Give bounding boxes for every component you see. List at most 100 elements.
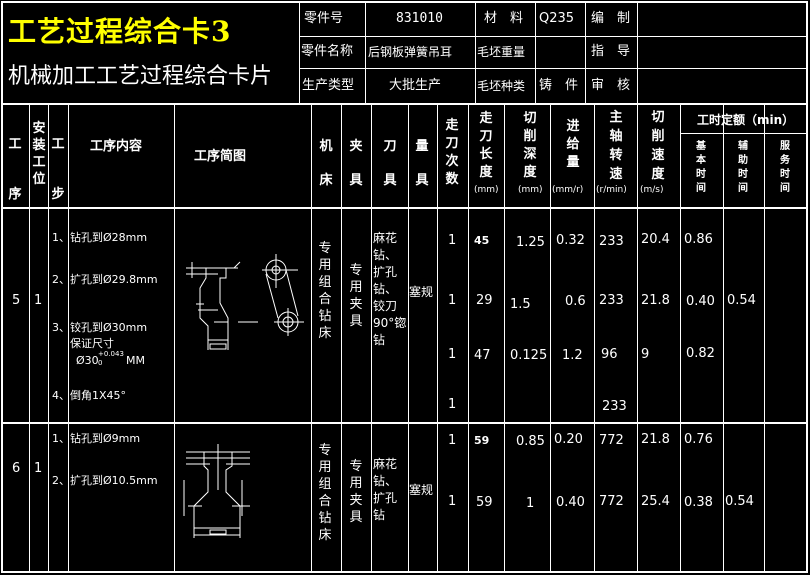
op5-passes-4: 1: [448, 397, 457, 412]
op5-install: 1: [34, 293, 43, 308]
op5-step-3-dim: Ø30: [76, 354, 99, 367]
op5-basic-time-3: 0.82: [686, 346, 715, 361]
op6-cut-speed-2: 25.4: [641, 494, 670, 509]
op5-no: 5: [12, 293, 21, 308]
op5-feed-length-1: 45: [474, 234, 490, 247]
op5-gauge: 塞规: [409, 285, 434, 299]
part-name-label: 零件名称: [301, 44, 354, 59]
op6-speed-1: 772: [599, 433, 624, 448]
op5-depth-1: 1.25: [516, 235, 545, 250]
op6-basic-time-1: 0.76: [684, 432, 713, 447]
op5-step-3-note: 保证尺寸: [70, 337, 114, 350]
op5-feed-length-2: 29: [476, 293, 493, 308]
col-work-step: 工步: [51, 137, 65, 202]
op5-step-3-tol-lower: 0: [98, 359, 103, 367]
op5-feed-length-3: 47: [474, 348, 491, 363]
op6-cut-speed-1: 21.8: [641, 432, 670, 447]
op6-tool: 麻花钻、扩孔钻: [373, 457, 398, 522]
col-install: 安装工位: [32, 121, 46, 187]
col-content: 工序内容: [90, 139, 143, 154]
op5-speed-1: 233: [599, 234, 624, 249]
card-title: 工艺过程综合卡3: [8, 15, 232, 48]
op5-tool: 麻花钻、扩孔钻、铰刀90°锪钻: [373, 231, 407, 347]
op6-passes-1: 1: [448, 433, 457, 448]
op6-passes-2: 1: [448, 494, 457, 509]
op5-speed-2: 233: [599, 293, 624, 308]
col-basic-time: 基本时间: [696, 141, 706, 194]
col-cut-speed: 切削速度: [651, 110, 665, 182]
op6-depth-2: 1: [526, 496, 535, 511]
col-feed: 进给量: [566, 119, 580, 170]
material-label: 材 料: [484, 11, 524, 26]
op6-sketch: [183, 444, 250, 538]
blank-weight-label: 毛坯重量: [477, 45, 526, 59]
op5-fixture: 专用夹具: [349, 263, 363, 329]
op5-machine: 专用组合钻床: [318, 241, 332, 341]
col-tool: 刀具: [383, 139, 397, 188]
col-step-no: 工序: [8, 137, 22, 202]
material-value: Q235: [539, 11, 575, 26]
part-no-value: 831010: [396, 11, 443, 26]
op5-basic-time-1: 0.86: [684, 232, 713, 247]
op6-depth-1: 0.85: [516, 434, 545, 449]
op5-speed-3: 96: [601, 347, 618, 362]
part-no-label: 零件号: [304, 11, 344, 26]
op5-step-3-unit: MM: [126, 354, 145, 367]
op5-depth-3: 0.125: [510, 348, 548, 363]
op5-step-1: 1、钻孔到Ø28mm: [52, 231, 148, 244]
op5-sketch: [186, 254, 304, 350]
col-sketch: 工序简图: [194, 149, 247, 164]
col-machine: 机床: [319, 139, 333, 188]
part-name-value: 后钢板弹簧吊耳: [368, 45, 453, 59]
col-service-time: 服务时间: [780, 141, 790, 194]
op6-feed-2: 0.40: [556, 495, 585, 510]
col-aux-time: 辅助时间: [738, 141, 748, 194]
op5-step-4: 4、倒角1X45°: [52, 389, 127, 402]
col-feed-unit: (mm/r): [552, 185, 584, 195]
col-fixture: 夹具: [349, 139, 363, 188]
op5-step-3: 3、铰孔到Ø30mm: [52, 321, 148, 334]
blank-type-label: 毛坯种类: [477, 79, 526, 93]
blank-type-value: 铸 件: [539, 78, 579, 93]
op6-feed-length-2: 59: [476, 495, 493, 510]
op5-speed-4: 233: [602, 399, 627, 414]
prod-type-value: 大批生产: [389, 78, 442, 93]
op6-basic-time-2: 0.38: [684, 495, 713, 510]
col-feed-length: 走刀长度: [479, 111, 493, 180]
col-cut-speed-unit: (m/s): [640, 185, 664, 195]
op6-install: 1: [34, 461, 43, 476]
op6-aux-time: 0.54: [725, 494, 754, 509]
op5-cut-speed-1: 20.4: [641, 232, 670, 247]
op6-machine: 专用组合钻床: [318, 443, 332, 543]
col-depth-unit: (mm): [518, 185, 543, 195]
op6-feed-1: 0.20: [554, 432, 583, 447]
op5-basic-time-2: 0.40: [686, 294, 715, 309]
compile-label: 编 制: [591, 11, 631, 26]
op6-step-1: 1、钻孔到Ø9mm: [52, 432, 141, 445]
op5-step-2: 2、扩孔到Ø29.8mm: [52, 273, 158, 286]
op5-passes-1: 1: [448, 233, 457, 248]
guide-label: 指 导: [591, 44, 631, 59]
op5-aux-time: 0.54: [727, 293, 756, 308]
col-passes: 走刀次数: [445, 118, 459, 187]
op5-step-3-tol-upper: +0.043: [98, 350, 124, 358]
op5-passes-2: 1: [448, 293, 457, 308]
op5-cut-speed-3: 9: [641, 347, 650, 362]
op5-depth-2: 1.5: [510, 297, 531, 312]
op5-feed-1: 0.32: [556, 233, 585, 248]
op6-step-2: 2、扩孔到Ø10.5mm: [52, 474, 158, 487]
op5-feed-3: 1.2: [562, 348, 583, 363]
op6-gauge: 塞规: [409, 483, 434, 497]
op6-no: 6: [12, 461, 21, 476]
col-depth: 切削深度: [523, 111, 537, 180]
op5-feed-2: 0.6: [565, 294, 586, 309]
op6-fixture: 专用夹具: [349, 459, 363, 525]
col-speed-unit: (r/min): [596, 185, 627, 195]
op6-speed-2: 772: [599, 494, 624, 509]
op5-cut-speed-2: 21.8: [641, 293, 670, 308]
card-subtitle: 机械加工工艺过程综合卡片: [8, 64, 273, 89]
col-feed-length-unit: (mm): [474, 185, 499, 195]
op6-feed-length-1: 59: [474, 434, 490, 447]
col-time-quota: 工时定额（min）: [697, 113, 795, 127]
review-label: 审 核: [591, 78, 631, 93]
